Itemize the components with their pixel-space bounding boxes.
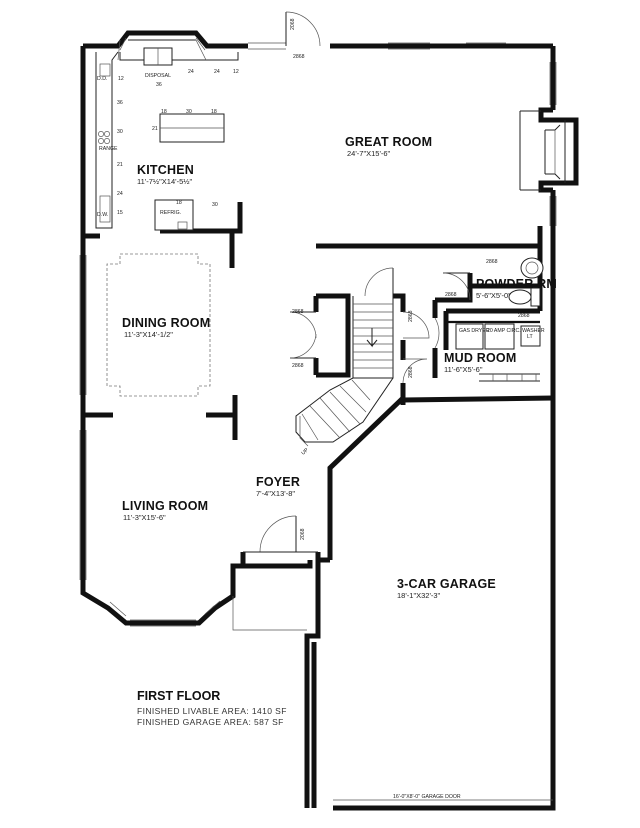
cab-size: 15 [117, 210, 123, 216]
fixture-labels: DISPOSAL REFRIG. RANGE D.W. GAS DRYER 20… [97, 73, 545, 340]
dd-label: D.D. [97, 76, 107, 82]
powder-room-dims: 5'-6"X5'-0" [476, 291, 511, 300]
cabinet-sizes: 36 24 24 12 18 30 18 21 12 36 30 21 24 3… [117, 69, 239, 216]
floor-title: FIRST FLOOR [137, 689, 220, 703]
cab-size: 21 [117, 162, 123, 168]
garage-door-label: 16'-0"X8'-0" GARAGE DOOR [393, 794, 461, 800]
staircase: UP [295, 296, 394, 457]
lt-label: LT [527, 334, 533, 340]
utility-fixtures [455, 257, 544, 382]
cab-size: 24 [117, 191, 123, 197]
door-tags: 2068 2868 2868 2868 2868 2868 2868 2868 … [290, 18, 530, 540]
living-room-dims: 11'-3"X15'-6" [123, 513, 166, 522]
living-room-name: LIVING ROOM [122, 499, 208, 513]
interior-walls [83, 202, 554, 569]
dw-label: D.W. [97, 212, 108, 218]
cab-size: 30 [117, 129, 123, 135]
great-room-name: GREAT ROOM [345, 135, 432, 149]
kitchen-dims: 11'-7½"X14'-5½" [137, 177, 193, 186]
door-tag: 2868 [518, 313, 530, 319]
foyer-dims: 7'-4"X13'-8" [256, 489, 295, 498]
garage-name: 3-CAR GARAGE [397, 577, 496, 591]
door-tag: 2868 [408, 366, 414, 378]
area-summary: FIRST FLOOR FINISHED LIVABLE AREA: 1410 … [137, 689, 287, 727]
stair-up-label: UP [300, 447, 310, 457]
door-tag: 2868 [486, 259, 498, 265]
dryer-label: GAS DRYER [459, 328, 490, 334]
door-tag: 2868 [408, 310, 414, 322]
cab-size: 18 [211, 109, 217, 115]
garage-area: FINISHED GARAGE AREA: 587 SF [137, 717, 284, 727]
front-porch [232, 596, 307, 631]
dining-room-name: DINING ROOM [122, 316, 210, 330]
cab-size: 12 [233, 69, 239, 75]
kitchen-name: KITCHEN [137, 163, 194, 177]
door-tag: 2868 [445, 292, 457, 298]
cab-size: 12 [118, 76, 124, 82]
door-tag: 2068 [300, 528, 306, 540]
cab-size: 30 [186, 109, 192, 115]
dining-table-outline [106, 253, 211, 397]
disposal-label: DISPOSAL [145, 73, 171, 79]
washer-label: 20 AMP CIRC. WASHER [487, 328, 545, 334]
garage-dims: 18'-1"X32'-3" [397, 591, 441, 600]
mud-room-name: MUD ROOM [444, 351, 516, 365]
kitchen-cabinetry [95, 37, 239, 231]
great-room-dims: 24'-7"X15'-6" [347, 149, 391, 158]
windows [79, 62, 557, 627]
door-tag: 2868 [293, 54, 305, 60]
dining-room-dims: 11'-3"X14'-1/2" [124, 330, 173, 339]
cab-size: 30 [212, 202, 218, 208]
cab-size: 18 [176, 200, 182, 206]
fireplace [519, 110, 566, 191]
cab-size: 36 [156, 82, 162, 88]
livable-area: FINISHED LIVABLE AREA: 1410 SF [137, 706, 287, 716]
mud-room-dims: 11'-6"X5'-6" [444, 365, 483, 374]
door-tag: 2868 [292, 309, 304, 315]
cab-size: 36 [117, 100, 123, 106]
cab-size: 21 [152, 126, 158, 132]
doors [243, 11, 471, 553]
powder-room-name: POWDER RM [476, 277, 557, 291]
cab-size: 24 [188, 69, 194, 75]
cab-size: 18 [161, 109, 167, 115]
room-labels: GREAT ROOM 24'-7"X15'-6" KITCHEN 11'-7½"… [122, 135, 557, 600]
foyer-name: FOYER [256, 475, 300, 489]
cab-size: 24 [214, 69, 220, 75]
range-label: RANGE [99, 146, 118, 152]
door-tag: 2868 [292, 363, 304, 369]
refrig-label: REFRIG. [160, 210, 181, 216]
door-tag: 2068 [290, 18, 296, 30]
